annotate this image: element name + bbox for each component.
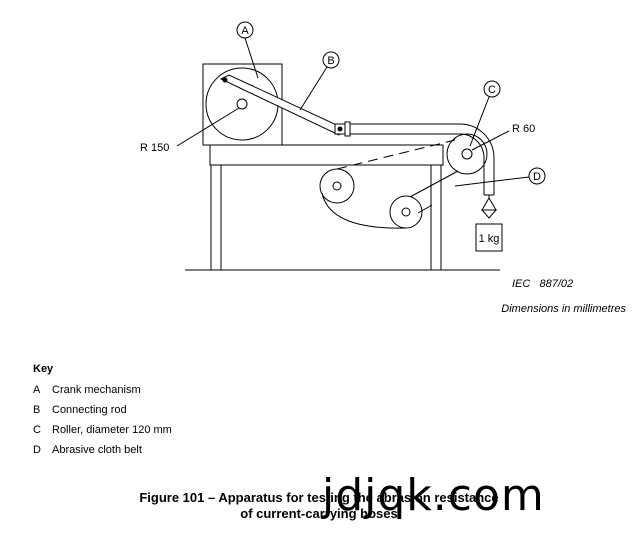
crank-hub	[236, 98, 248, 110]
callout-b-leader	[299, 66, 328, 111]
caption-line-2: of current-carrying hoses	[240, 506, 398, 521]
apparatus-diagram: A B C D R 150 R 60 1 kg IEC 887/02	[140, 21, 573, 290]
key-title: Key	[33, 363, 54, 375]
key-item-letter: C	[33, 424, 41, 436]
key-item: C Roller, diameter 120 mm	[33, 424, 172, 444]
table-leg-right	[430, 164, 442, 271]
crank-radius-line	[176, 107, 240, 147]
callout-a-leader	[244, 37, 259, 79]
belt-top-dashed	[336, 139, 456, 170]
key-item: A Crank mechanism	[33, 384, 172, 404]
belt-pulley-upper	[319, 168, 355, 204]
table-top	[209, 144, 444, 166]
callout-b-label: B	[327, 55, 334, 67]
key-item: B Connecting rod	[33, 404, 172, 424]
caption-line-1: Figure 101 – Apparatus for testing the a…	[139, 490, 499, 505]
crank-housing	[202, 63, 283, 146]
weight-label: 1 kg	[479, 233, 500, 245]
hose-bend-outer	[459, 123, 495, 159]
key-item-letter: B	[33, 404, 41, 416]
callout-d-circle	[528, 167, 546, 185]
figure-caption: Figure 101 – Apparatus for testing the a…	[0, 490, 638, 522]
belt-connector	[417, 204, 433, 214]
callout-d-leader	[454, 176, 530, 187]
key-item-text: Abrasive cloth belt	[52, 444, 142, 456]
crank-radius-label: R 150	[140, 142, 169, 154]
callout-c-circle	[483, 80, 501, 98]
figure-reference: IEC 887/02	[512, 278, 573, 290]
weight-block	[475, 223, 503, 252]
belt-left-loop	[321, 192, 407, 229]
key-item-letter: D	[33, 444, 41, 456]
joint-collar	[344, 121, 351, 137]
belt-pulley-upper-hub	[332, 181, 342, 191]
callout-b-circle	[322, 51, 340, 69]
key-item: D Abrasive cloth belt	[33, 444, 172, 464]
roller-radius-label: R 60	[512, 123, 535, 135]
roller	[446, 133, 488, 175]
key-item-letter: A	[33, 384, 41, 396]
roller-hub	[461, 148, 473, 160]
roller-radius-line	[471, 130, 510, 151]
key-list: A Crank mechanism B Connecting rod C Rol…	[33, 384, 172, 464]
callout-c-label: C	[488, 84, 496, 96]
weight-hook	[481, 197, 497, 211]
key-item-text: Connecting rod	[52, 404, 127, 416]
units-note: Dimensions in millimetres	[501, 303, 626, 315]
key-item-text: Roller, diameter 120 mm	[52, 424, 172, 436]
watermark: jdjqk.com	[322, 470, 545, 521]
callout-d-label: D	[533, 171, 541, 183]
weight-hook-lower	[480, 209, 498, 219]
callout-c-leader	[469, 96, 490, 147]
crank-pin	[222, 77, 228, 83]
key-item-text: Crank mechanism	[52, 384, 141, 396]
belt-pulley-lower	[389, 195, 423, 229]
joint-pin	[337, 126, 343, 132]
belt-pulley-lower-hub	[401, 207, 411, 217]
callout-a-label: A	[241, 25, 249, 37]
belt-lower-run	[409, 170, 459, 198]
table-leg-left	[210, 164, 222, 271]
